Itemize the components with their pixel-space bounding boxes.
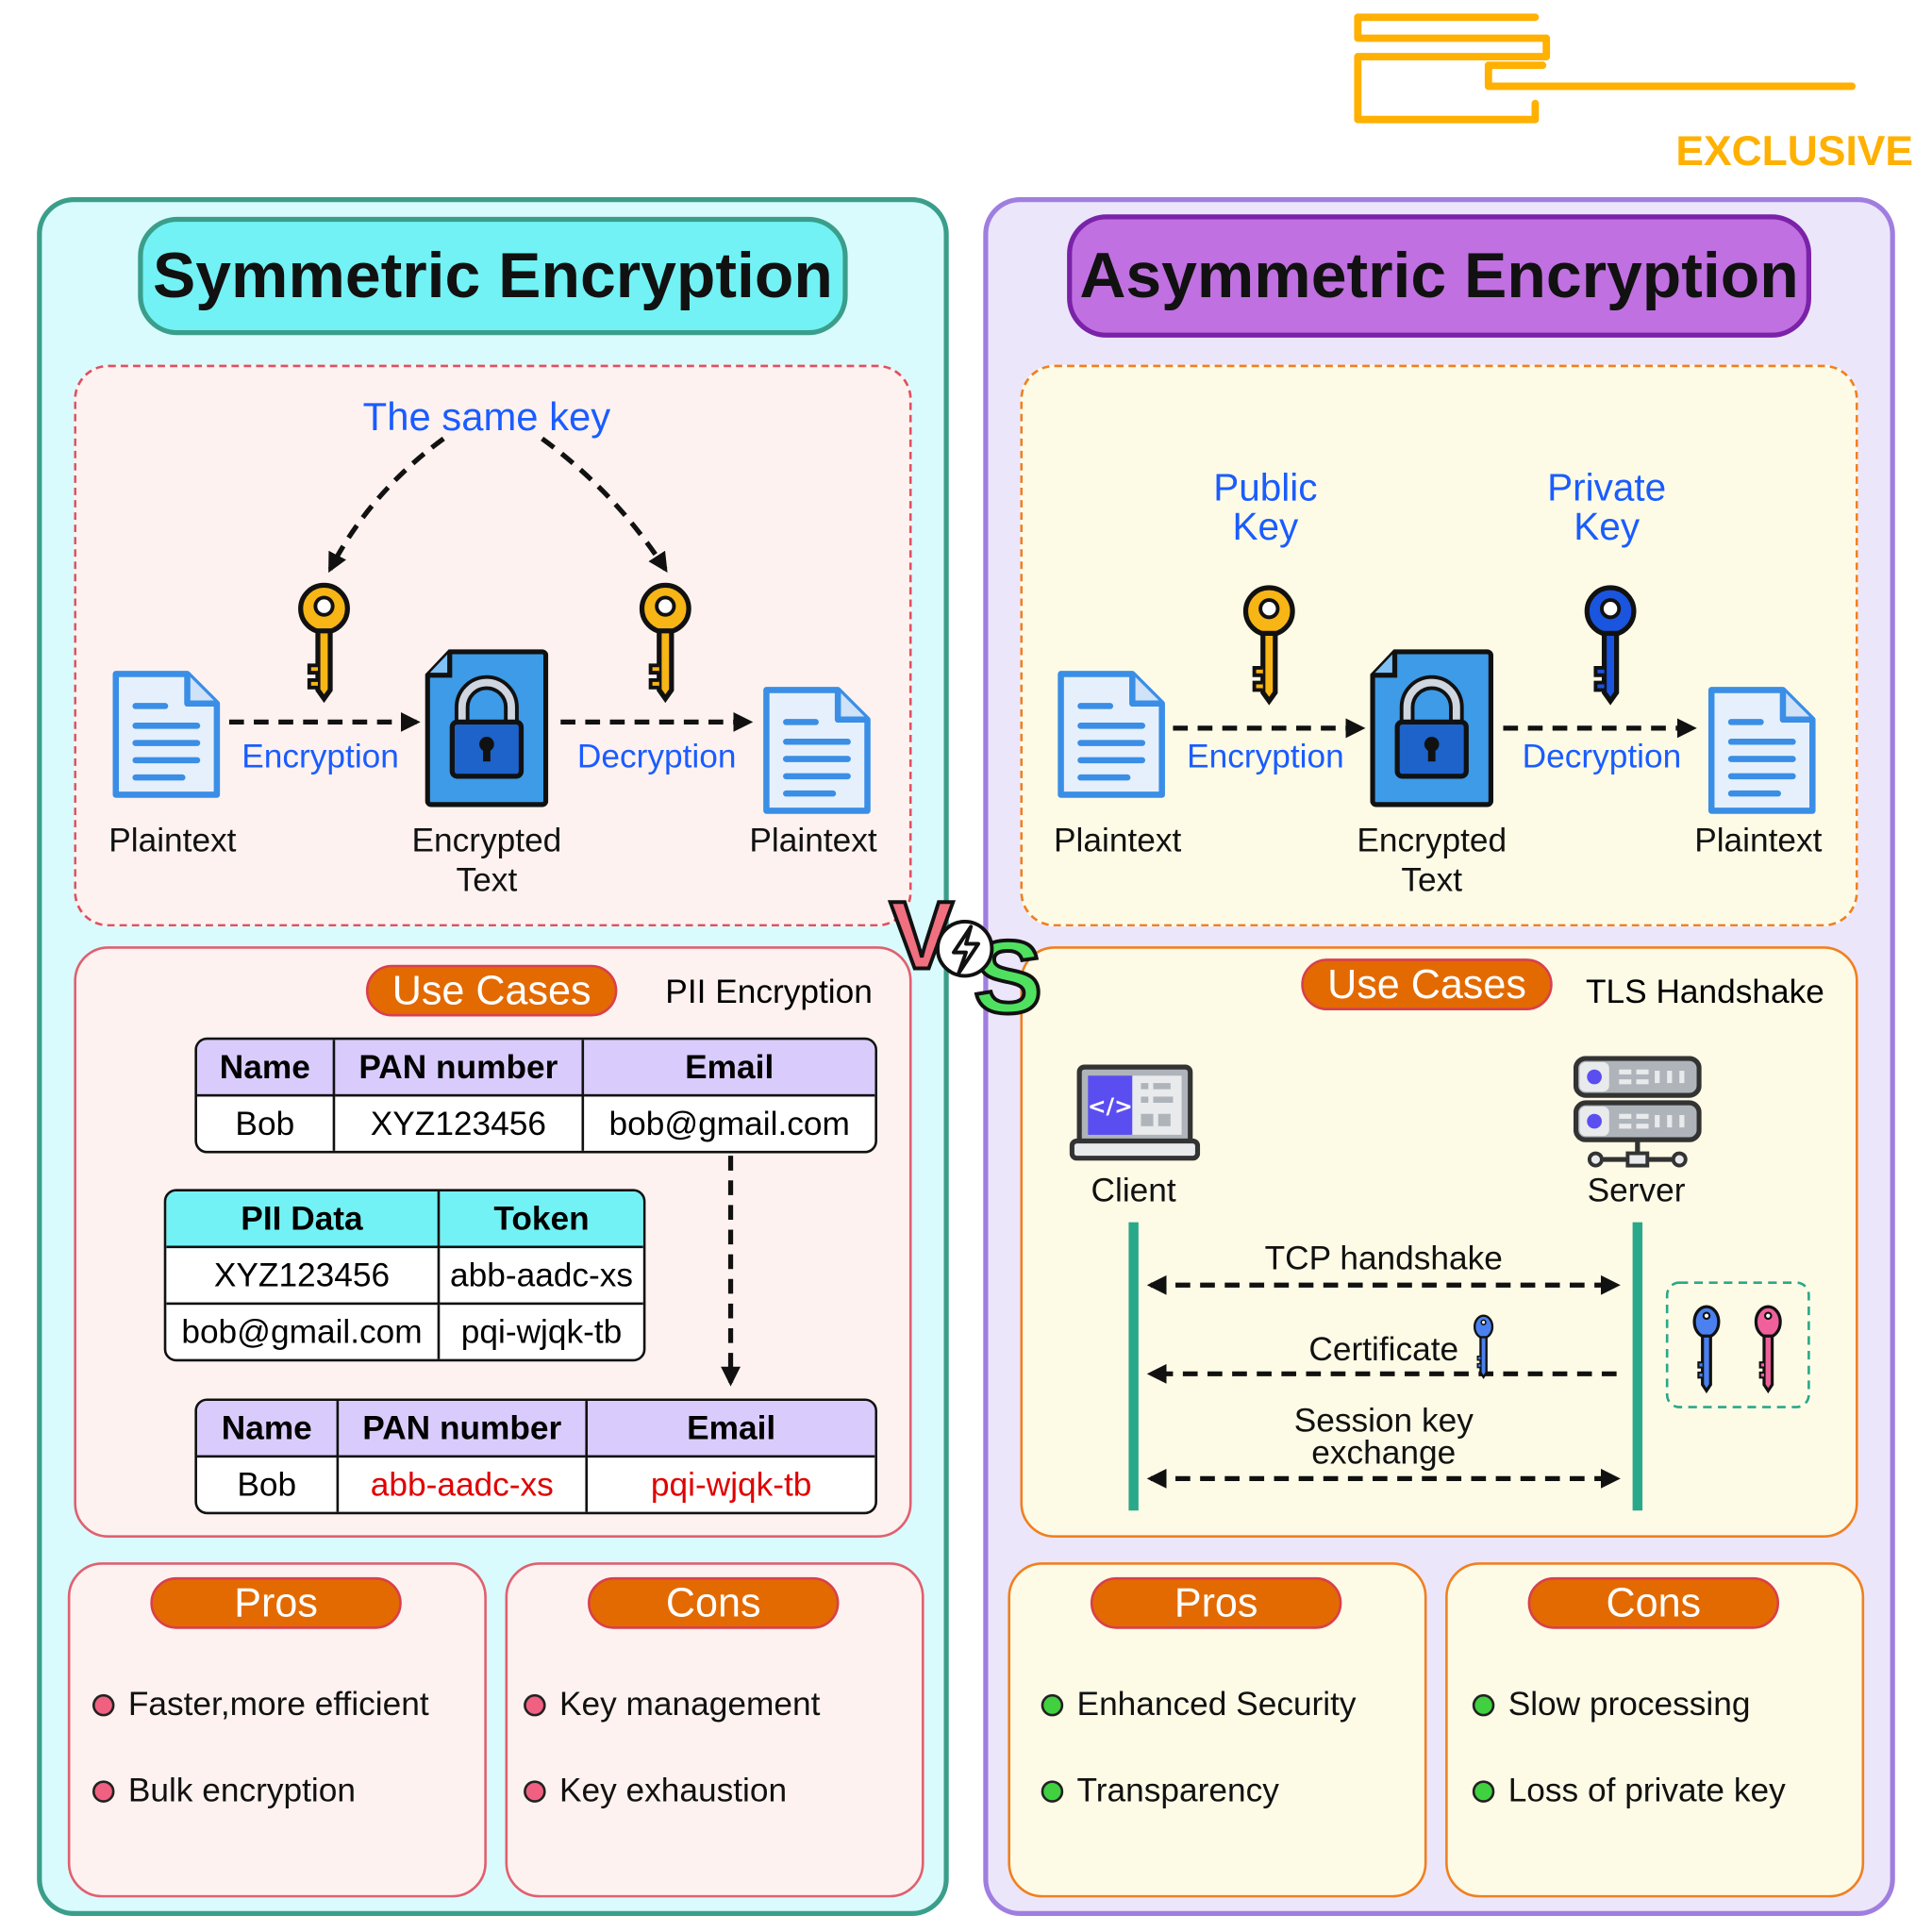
lightning-icon: [951, 924, 981, 975]
encrypted-line1: Encrypted: [411, 822, 562, 859]
plaintext-label: Plaintext: [749, 822, 877, 859]
encryption-label: Encryption: [242, 738, 399, 775]
symmetric-diagram: [74, 364, 912, 927]
con-item: Key exhaustion: [524, 1772, 787, 1809]
use-cases-badge: Use Cases: [365, 964, 618, 1017]
private-line2: Key: [1574, 505, 1641, 549]
con-item: Key management: [524, 1686, 820, 1724]
asymmetric-title: Asymmetric Encryption: [1067, 214, 1811, 338]
cell: pqi-wjqk-tb: [460, 1312, 623, 1350]
con-item: Slow processing: [1472, 1685, 1751, 1724]
bullet-icon: [524, 1693, 546, 1716]
cons-badge: Cons: [588, 1576, 840, 1629]
svg-text:</>: </>: [1088, 1093, 1133, 1120]
client-label: Client: [1091, 1172, 1176, 1209]
logo-text: EXCLUSIVE: [1675, 127, 1914, 175]
pro-item: Bulk encryption: [92, 1772, 356, 1809]
bullet-icon: [1041, 1693, 1064, 1716]
public-line1: Public: [1213, 465, 1318, 509]
bullet-icon: [1041, 1779, 1064, 1803]
con-text: Loss of private key: [1507, 1772, 1786, 1809]
con-text: Key exhaustion: [558, 1772, 788, 1809]
pro-text: Bulk encryption: [127, 1772, 356, 1809]
header-name: Name: [196, 1401, 340, 1458]
use-cases-badge: Use Cases: [1301, 958, 1553, 1011]
cell: Bob: [197, 1457, 340, 1512]
bullet-icon: [1472, 1693, 1495, 1716]
pro-item: Enhanced Security: [1041, 1686, 1357, 1724]
header-email: Email: [588, 1401, 875, 1458]
bullet-icon: [92, 1779, 115, 1803]
encrypted-line2: Text: [1401, 860, 1463, 899]
plaintext-label: Plaintext: [108, 822, 237, 859]
pro-text: Enhanced Security: [1076, 1685, 1357, 1723]
decryption-label: Decryption: [1522, 738, 1682, 775]
pros-badge: Pros: [1090, 1576, 1342, 1629]
tcp-handshake-label: TCP handshake: [1264, 1239, 1503, 1277]
decryption-label: Decryption: [576, 738, 737, 775]
private-line1: Private: [1547, 465, 1667, 509]
plaintext-label: Plaintext: [1054, 822, 1182, 859]
use-case-example: PII Encryption: [665, 973, 873, 1011]
encryption-label: Encryption: [1187, 738, 1344, 775]
bullet-icon: [524, 1779, 546, 1803]
header-pan: PAN number: [339, 1401, 589, 1458]
bullet-icon: [92, 1693, 115, 1716]
encrypted-line1: Encrypted: [1357, 822, 1507, 859]
cell: Bob: [197, 1096, 336, 1151]
cell: XYZ123456: [335, 1096, 585, 1151]
con-item: Loss of private key: [1472, 1772, 1786, 1809]
certificate-label: Certificate: [1308, 1330, 1459, 1368]
cell: XYZ123456: [166, 1248, 441, 1306]
header-name: Name: [196, 1040, 336, 1097]
plaintext-label: Plaintext: [1694, 822, 1823, 859]
pro-item: Faster,more efficient: [92, 1686, 429, 1724]
con-text: Key management: [558, 1685, 821, 1723]
pro-text: Faster,more efficient: [127, 1685, 429, 1723]
server-label: Server: [1587, 1172, 1686, 1209]
pros-badge: Pros: [150, 1576, 402, 1629]
pro-text: Transparency: [1076, 1772, 1279, 1809]
symmetric-title: Symmetric Encryption: [138, 216, 848, 336]
encrypted-line2: Text: [456, 860, 518, 899]
logo-mark: [1354, 13, 1857, 124]
laptop-icon: </>: [1069, 1064, 1201, 1161]
header-token: Token: [440, 1191, 643, 1249]
same-key-label: The same key: [362, 393, 611, 439]
cell: bob@gmail.com: [608, 1104, 850, 1142]
server-icon: [1573, 1056, 1702, 1168]
asymmetric-use-cases: [1020, 946, 1858, 1539]
header-pii: PII Data: [166, 1191, 441, 1249]
cell: bob@gmail.com: [166, 1305, 441, 1359]
pro-item: Transparency: [1041, 1772, 1279, 1809]
cell: abb-aadc-xs: [440, 1248, 643, 1306]
session-line1: Session key: [1293, 1402, 1474, 1440]
cell: pqi-wjqk-tb: [650, 1465, 812, 1503]
asymmetric-diagram: [1020, 364, 1858, 927]
con-text: Slow processing: [1507, 1685, 1751, 1723]
cons-badge: Cons: [1527, 1576, 1780, 1629]
use-case-example: TLS Handshake: [1585, 973, 1824, 1011]
session-line2: exchange: [1311, 1434, 1457, 1472]
header-email: Email: [584, 1040, 875, 1097]
header-pan: PAN number: [335, 1040, 585, 1097]
public-line2: Key: [1232, 505, 1299, 549]
bullet-icon: [1472, 1779, 1495, 1803]
cell: abb-aadc-xs: [339, 1457, 589, 1512]
